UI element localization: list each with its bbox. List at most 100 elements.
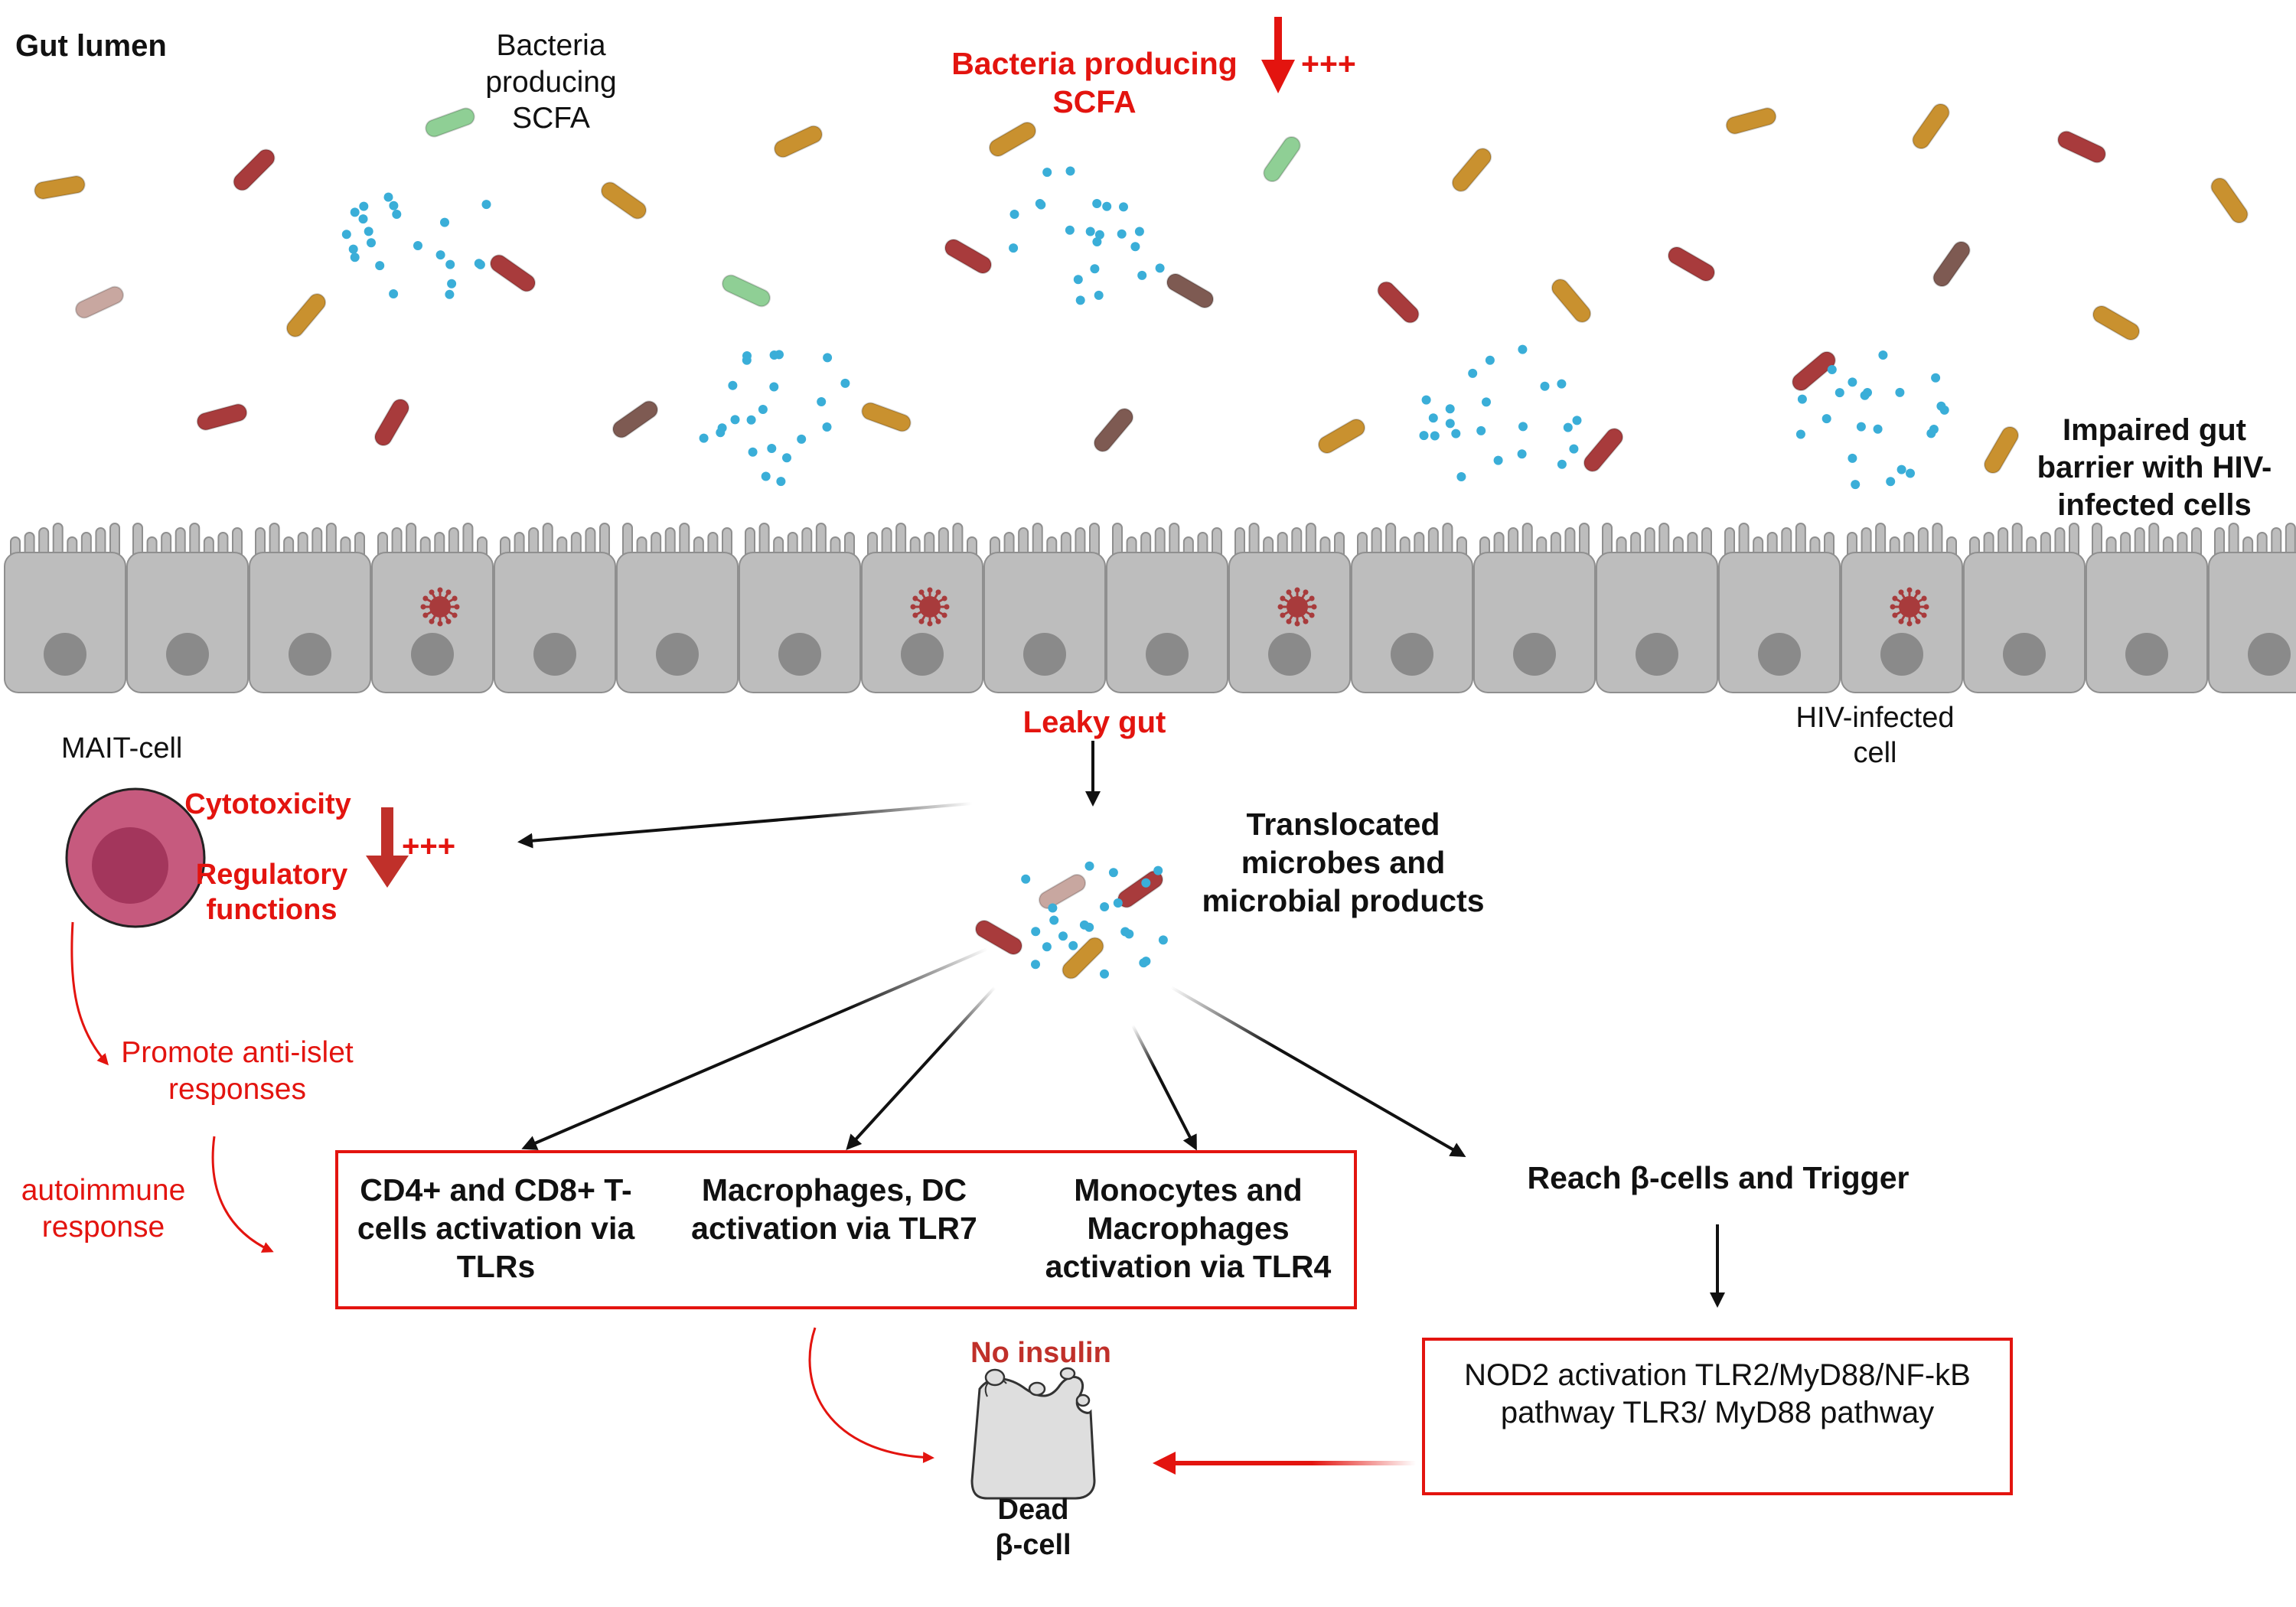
scfa-molecule-dot-icon: [1451, 429, 1461, 438]
epithelial-cell: [4, 523, 126, 693]
scfa-molecule-dot-icon: [699, 433, 709, 443]
scfa-molecule-dot-icon: [1113, 898, 1123, 908]
scfa-molecule-dot-icon: [1068, 940, 1078, 950]
bacteria-scfa-label: Bacteria producing SCFA: [485, 29, 617, 135]
scfa-molecule-dot-icon: [1035, 199, 1045, 208]
scfa-molecule-dot-icon: [1886, 477, 1896, 487]
scfa-molecule-dot-icon: [1079, 920, 1089, 930]
scfa-molecule-dot-icon: [728, 380, 738, 390]
hiv-virus-icon: [420, 587, 460, 627]
rod-bacterium-icon: [612, 400, 659, 438]
leaky-gut-label: Leaky gut: [1022, 706, 1166, 739]
scfa-molecule-dot-icon: [1482, 397, 1491, 407]
autoimmune-response-label: autoimmune response: [21, 1174, 186, 1244]
epithelial-cell: [616, 523, 739, 693]
rod-bacterium-icon: [1263, 135, 1301, 183]
scfa-molecule-dot-icon: [1835, 388, 1844, 398]
scfa-molecule-dot-icon: [1873, 424, 1883, 434]
arrow-to-beta-cells: [1170, 986, 1466, 1157]
rod-bacterium-icon: [1451, 148, 1492, 192]
nod2-pathway-box: [1422, 1338, 2013, 1495]
rod-bacterium-icon: [722, 274, 771, 308]
scfa-molecule-dot-icon: [748, 447, 758, 457]
rod-bacterium-icon: [374, 398, 409, 447]
rod-bacterium-icon: [2092, 305, 2141, 341]
rod-bacterium-icon: [1912, 103, 1950, 150]
epithelial-cell: [249, 523, 371, 693]
nod2-activation-label: NOD2 activation TLR2/MyD88/NF-kB pathway…: [1464, 1358, 1971, 1429]
rod-bacterium-icon: [425, 107, 475, 138]
scfa-molecule-dot-icon: [1139, 958, 1149, 968]
dead-beta-cell-label: Dead β-cell: [995, 1494, 1071, 1562]
scfa-molecule-dot-icon: [1119, 202, 1128, 212]
scfa-molecule-dot-icon: [1158, 935, 1168, 945]
scfa-molecule-dot-icon: [348, 244, 358, 254]
scfa-molecule-dot-icon: [1073, 275, 1083, 285]
scfa-molecule-dot-icon: [1042, 168, 1052, 178]
scfa-molecule-dot-icon: [1094, 290, 1104, 300]
epithelial-cell: [983, 523, 1106, 693]
hiv-virus-icon: [1890, 587, 1929, 627]
rod-bacterium-icon: [2210, 177, 2249, 224]
epithelial-cell: [2086, 523, 2208, 693]
scfa-molecule-dot-icon: [1117, 229, 1127, 239]
scfa-molecule-dot-icon: [475, 259, 485, 269]
scfa-molecule-dot-icon: [1851, 480, 1861, 490]
scfa-molecule-dot-icon: [1058, 931, 1068, 941]
scfa-molecule-dot-icon: [1153, 865, 1163, 875]
scfa-dots-group: [341, 166, 1949, 979]
scfa-molecule-dot-icon: [717, 423, 727, 433]
scfa-molecule-dot-icon: [1155, 263, 1165, 273]
scfa-molecule-dot-icon: [1878, 350, 1888, 360]
scfa-molecule-dot-icon: [1108, 868, 1118, 878]
hiv-infected-epithelial-cell: [371, 523, 494, 693]
rod-bacterium-icon: [1038, 874, 1087, 909]
scfa-molecule-dot-icon: [1421, 395, 1431, 405]
no-insulin-label: No insulin: [970, 1337, 1111, 1369]
scfa-molecule-dot-icon: [1485, 355, 1495, 365]
epithelial-cell: [494, 523, 616, 693]
scfa-molecule-dot-icon: [1130, 242, 1140, 252]
rod-bacterium-icon: [1932, 240, 1971, 288]
scfa-molecule-dot-icon: [730, 415, 740, 425]
scfa-molecule-dot-icon: [817, 397, 827, 406]
rod-bacterium-icon: [944, 239, 993, 274]
scfa-molecule-dot-icon: [445, 289, 455, 299]
rod-bacterium-icon: [75, 285, 124, 319]
scfa-molecule-dot-icon: [435, 250, 445, 260]
hiv-infected-epithelial-cell: [861, 523, 983, 693]
scfa-molecule-dot-icon: [447, 279, 457, 288]
scfa-molecule-dot-icon: [440, 217, 449, 227]
scfa-molecule-dot-icon: [758, 405, 768, 414]
rod-bacterium-icon: [1667, 246, 1716, 282]
scfa-molecule-dot-icon: [1009, 210, 1019, 219]
scfa-molecule-dot-icon: [1848, 377, 1857, 387]
epithelial-cell: [1718, 523, 1841, 693]
scfa-molecule-dot-icon: [1065, 166, 1075, 176]
rod-bacterium-icon: [1166, 273, 1215, 308]
translocated-label: Translocated microbes and microbial prod…: [1202, 807, 1485, 919]
t-cells-activation-label: CD4+ and CD8+ T-cells activation via TLR…: [357, 1172, 635, 1285]
arrow-to-mait: [517, 802, 973, 849]
rod-bacterium-icon: [2057, 130, 2106, 164]
scfa-molecule-dot-icon: [367, 238, 376, 248]
hiv-infected-epithelial-cell: [1841, 523, 1963, 693]
scfa-molecule-dot-icon: [389, 200, 399, 210]
scfa-molecule-dot-icon: [1092, 199, 1102, 208]
scfa-molecule-dot-icon: [1430, 431, 1440, 441]
hiv-virus-icon: [910, 587, 950, 627]
scfa-decrease-arrow: [1261, 17, 1295, 93]
mait-decrease-arrow: [366, 807, 409, 888]
rod-bacterium-icon: [974, 920, 1023, 955]
scfa-molecule-dot-icon: [1540, 381, 1550, 391]
dead-beta-cell-icon: [970, 1367, 1096, 1500]
macrophages-dc-activation-label: Macrophages, DC activation via TLR7: [691, 1172, 977, 1247]
scfa-molecule-dot-icon: [776, 477, 786, 487]
scfa-molecule-dot-icon: [1141, 878, 1151, 888]
scfa-molecule-dot-icon: [1048, 903, 1058, 913]
scfa-molecule-dot-icon: [389, 289, 399, 298]
arrow-autoimmune-to-activation: [211, 1136, 274, 1253]
rod-bacterium-icon: [285, 293, 327, 337]
epithelial-cell: [739, 523, 861, 693]
mait-cell-label: MAIT-cell: [61, 732, 183, 764]
